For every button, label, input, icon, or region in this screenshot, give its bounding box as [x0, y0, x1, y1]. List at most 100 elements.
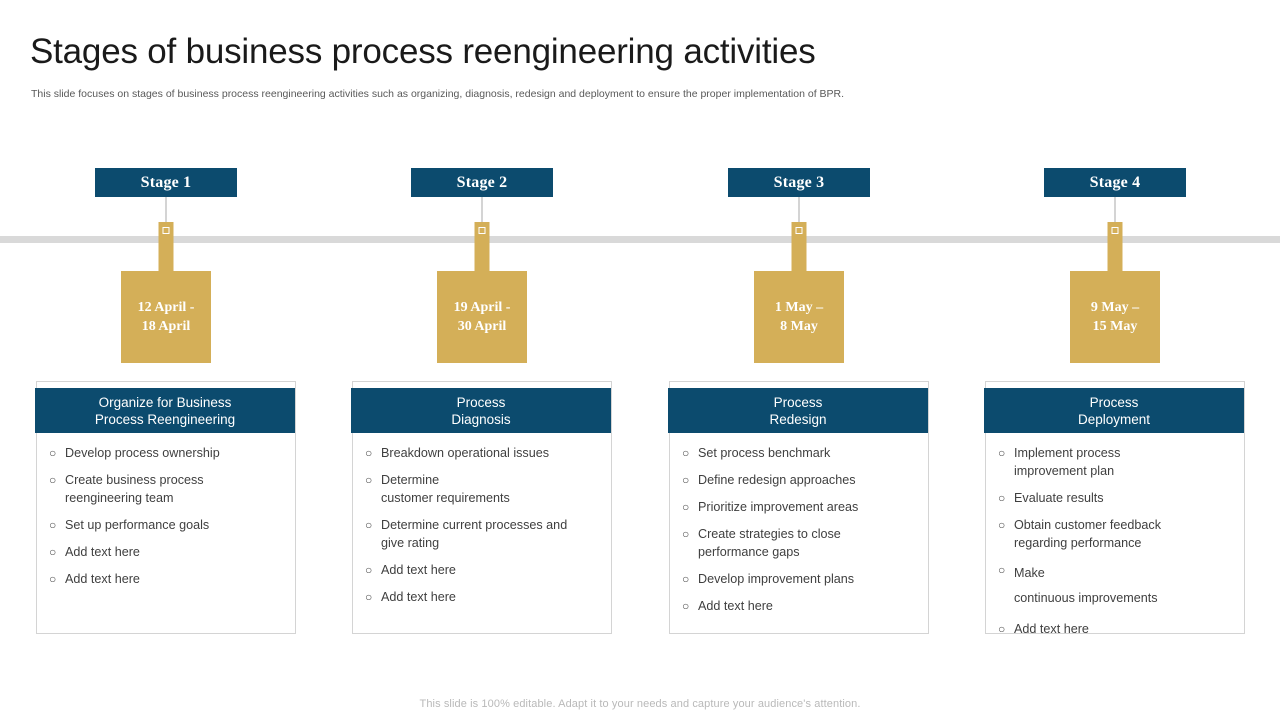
- stage-card-3: Process Redesign ○ Set process benchmark…: [668, 381, 930, 634]
- list-item: ○ Add text here: [998, 620, 1234, 638]
- stage-card-body-1: ○ Develop process ownership ○ Create bus…: [37, 444, 297, 597]
- circle-bullet-icon: ○: [365, 563, 373, 577]
- stage-card-title-1: Organize for Business Process Reengineer…: [35, 388, 295, 433]
- list-item-label: Add text here: [65, 572, 140, 586]
- list-item: ○ Develop process ownership: [49, 444, 285, 462]
- list-item: ○ Prioritize improvement areas: [682, 498, 918, 516]
- list-item: ○ Set up performance goals: [49, 516, 285, 534]
- circle-bullet-icon: ○: [49, 446, 57, 460]
- stage-badge-3[interactable]: Stage 3: [728, 168, 870, 197]
- stage-stem-3: [791, 237, 807, 272]
- timeline-bar: [0, 236, 1280, 243]
- timeline-marker-inner-4: [1111, 226, 1119, 234]
- circle-bullet-icon: ○: [49, 473, 57, 487]
- list-item: ○ Make continuous improvements: [998, 561, 1234, 611]
- list-item: ○ Evaluate results: [998, 489, 1234, 507]
- list-item: ○ Create strategies to close performance…: [682, 525, 918, 561]
- list-item-label: Set process benchmark: [698, 446, 831, 460]
- circle-bullet-icon: ○: [682, 572, 690, 586]
- list-item-label: Make continuous improvements: [1014, 566, 1158, 605]
- circle-bullet-icon: ○: [998, 491, 1006, 505]
- stage-card-4: Process Deployment ○ Implement process i…: [984, 381, 1245, 636]
- stage-column-4: Stage 4 9 May – 15 May Process Deploymen…: [957, 0, 1273, 720]
- list-item: ○ Implement process improvement plan: [998, 444, 1234, 480]
- circle-bullet-icon: ○: [365, 590, 373, 604]
- list-item: ○ Obtain customer feedback regarding per…: [998, 516, 1234, 552]
- list-item: ○ Add text here: [365, 588, 601, 606]
- stage-connector-line-2: [481, 197, 483, 224]
- list-item: ○ Add text here: [49, 570, 285, 588]
- page-subtitle: This slide focuses on stages of business…: [31, 88, 845, 100]
- timeline-marker-1: [158, 222, 174, 238]
- stage-date-2: 19 April - 30 April: [437, 271, 527, 363]
- list-item-label: Add text here: [381, 563, 456, 577]
- stage-card-body-4: ○ Implement process improvement plan ○ E…: [986, 444, 1246, 647]
- list-item-label: Create strategies to close performance g…: [698, 527, 841, 559]
- timeline-marker-inner-3: [795, 226, 803, 234]
- stage-stem-1: [158, 237, 174, 272]
- stage-card-body-3: ○ Set process benchmark ○ Define redesig…: [670, 444, 930, 624]
- list-item-label: Determine current processes and give rat…: [381, 518, 568, 550]
- list-item-label: Breakdown operational issues: [381, 446, 550, 460]
- list-item-label: Develop process ownership: [65, 446, 220, 460]
- page-title: Stages of business process reengineering…: [30, 32, 816, 71]
- circle-bullet-icon: ○: [682, 500, 690, 514]
- stage-card-title-2: Process Diagnosis: [351, 388, 611, 433]
- list-item: ○ Determine current processes and give r…: [365, 516, 601, 552]
- stage-card-body-2: ○ Breakdown operational issues ○ Determi…: [353, 444, 613, 615]
- stage-connector-line-4: [1114, 197, 1116, 224]
- list-item: ○ Add text here: [365, 561, 601, 579]
- timeline-marker-4: [1107, 222, 1123, 238]
- list-item-label: Evaluate results: [1014, 491, 1104, 505]
- stage-column-2: Stage 2 19 April - 30 April Process Diag…: [324, 0, 640, 720]
- list-item-label: Add text here: [381, 590, 456, 604]
- list-item-label: Prioritize improvement areas: [698, 500, 859, 514]
- list-item: ○ Determine customer requirements: [365, 471, 601, 507]
- circle-bullet-icon: ○: [49, 518, 57, 532]
- list-item-label: Add text here: [1014, 622, 1089, 636]
- timeline-marker-2: [474, 222, 490, 238]
- list-item-label: Develop improvement plans: [698, 572, 855, 586]
- circle-bullet-icon: ○: [998, 563, 1006, 577]
- stage-badge-1[interactable]: Stage 1: [95, 168, 237, 197]
- stage-column-3: Stage 3 1 May – 8 May Process Redesign ○…: [641, 0, 957, 720]
- list-item: ○ Add text here: [682, 597, 918, 615]
- circle-bullet-icon: ○: [365, 446, 373, 460]
- stage-date-1: 12 April - 18 April: [121, 271, 211, 363]
- timeline-marker-inner-2: [478, 226, 486, 234]
- stage-column-1: Stage 1 12 April - 18 April Organize for…: [8, 0, 324, 720]
- stage-card-2: Process Diagnosis ○ Breakdown operationa…: [351, 381, 613, 634]
- circle-bullet-icon: ○: [682, 446, 690, 460]
- stage-date-4: 9 May – 15 May: [1070, 271, 1160, 363]
- circle-bullet-icon: ○: [49, 572, 57, 586]
- list-item-label: Add text here: [698, 599, 773, 613]
- list-item: ○ Add text here: [49, 543, 285, 561]
- list-item-label: Create business process reengineering te…: [65, 473, 204, 505]
- timeline-marker-3: [791, 222, 807, 238]
- list-item-label: Define redesign approaches: [698, 473, 856, 487]
- stage-date-3: 1 May – 8 May: [754, 271, 844, 363]
- circle-bullet-icon: ○: [998, 446, 1006, 460]
- stage-stem-4: [1107, 237, 1123, 272]
- list-item: ○ Breakdown operational issues: [365, 444, 601, 462]
- stage-stem-2: [474, 237, 490, 272]
- stage-card-1: Organize for Business Process Reengineer…: [35, 381, 297, 634]
- list-item-label: Obtain customer feedback regarding perfo…: [1014, 518, 1162, 550]
- stage-card-title-3: Process Redesign: [668, 388, 928, 433]
- list-item-label: Determine customer requirements: [381, 473, 510, 505]
- circle-bullet-icon: ○: [682, 473, 690, 487]
- circle-bullet-icon: ○: [998, 518, 1006, 532]
- list-item-label: Set up performance goals: [65, 518, 210, 532]
- circle-bullet-icon: ○: [365, 473, 373, 487]
- list-item: ○ Set process benchmark: [682, 444, 918, 462]
- list-item: ○ Define redesign approaches: [682, 471, 918, 489]
- list-item: ○ Develop improvement plans: [682, 570, 918, 588]
- circle-bullet-icon: ○: [998, 622, 1006, 636]
- circle-bullet-icon: ○: [365, 518, 373, 532]
- list-item-label: Implement process improvement plan: [1014, 446, 1121, 478]
- list-item-label: Add text here: [65, 545, 140, 559]
- stage-badge-2[interactable]: Stage 2: [411, 168, 553, 197]
- stage-connector-line-3: [798, 197, 800, 224]
- stage-badge-4[interactable]: Stage 4: [1044, 168, 1186, 197]
